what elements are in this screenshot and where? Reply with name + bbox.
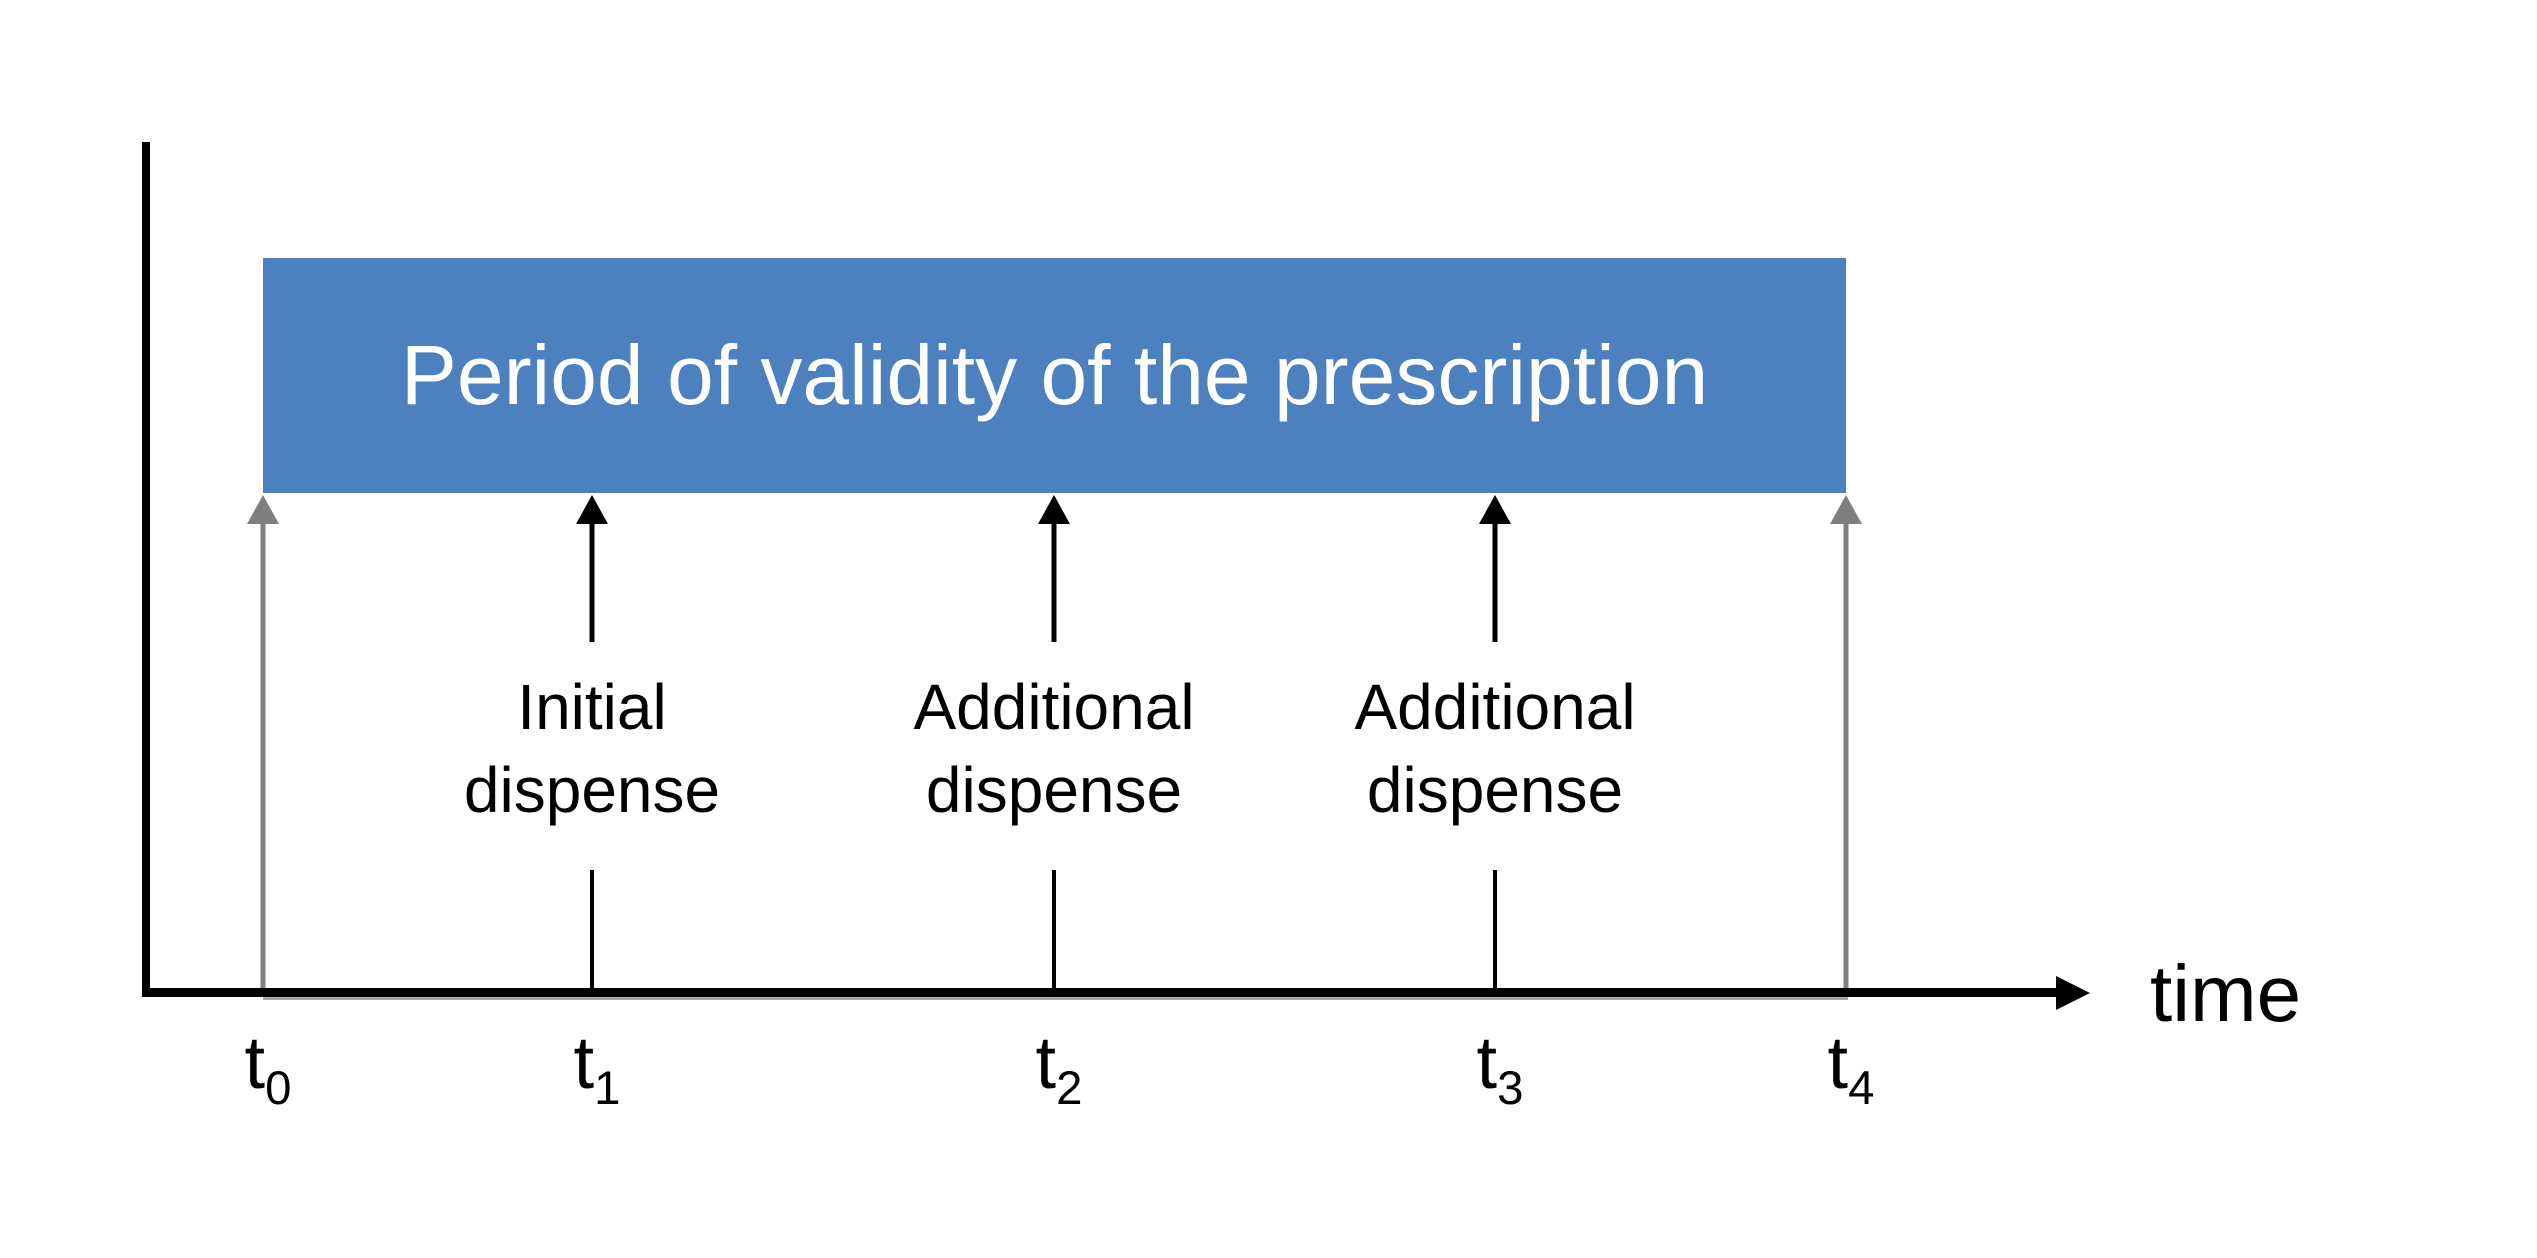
- tick-label-t4: t4: [1828, 1022, 1875, 1115]
- tick-t1-subscript: 1: [594, 1061, 621, 1115]
- tick-t0-subscript: 0: [265, 1061, 292, 1115]
- additional-dispense-2-label-line1: Additional: [1354, 671, 1636, 743]
- initial-dispense-tick-line: [590, 870, 594, 988]
- tick-t3-subscript: 3: [1497, 1061, 1524, 1115]
- time-axis-line: [142, 988, 2060, 997]
- additional-dispense-2-label-line2: dispense: [1366, 754, 1624, 826]
- additional-dispense-1-tick-line: [1052, 870, 1056, 988]
- tick-t1-base: t: [573, 1021, 595, 1104]
- tick-t4-subscript: 4: [1848, 1061, 1875, 1115]
- tick-label-t3: t3: [1477, 1022, 1524, 1115]
- initial-dispense-label: Initial dispense: [464, 666, 720, 832]
- additional-dispense-2-arrow-icon: [1479, 495, 1511, 524]
- additional-dispense-2-label: Additional dispense: [1354, 666, 1635, 832]
- tick-t3-base: t: [1476, 1021, 1498, 1104]
- validity-period-banner: Period of validity of the prescription: [263, 258, 1846, 493]
- validity-end-arrow-shaft: [1843, 521, 1849, 988]
- initial-dispense-label-line1: Initial: [517, 671, 667, 743]
- validity-start-arrow-shaft: [260, 521, 266, 988]
- additional-dispense-2-tick-line: [1493, 870, 1497, 988]
- tick-t4-base: t: [1827, 1021, 1849, 1104]
- validity-period-banner-label: Period of validity of the prescription: [400, 328, 1709, 422]
- time-axis-arrowhead-icon: [2056, 976, 2090, 1010]
- tick-label-t1: t1: [574, 1022, 621, 1115]
- additional-dispense-1-label-line2: dispense: [925, 754, 1183, 826]
- time-axis-label: time: [2150, 949, 2302, 1038]
- initial-dispense-label-line2: dispense: [463, 754, 721, 826]
- tick-label-t2: t2: [1036, 1022, 1083, 1115]
- additional-dispense-1-label-line1: Additional: [913, 671, 1195, 743]
- initial-dispense-arrow-shaft: [589, 521, 595, 642]
- tick-label-t0: t0: [245, 1022, 292, 1115]
- additional-dispense-1-arrow-icon: [1038, 495, 1070, 524]
- tick-t2-subscript: 2: [1056, 1061, 1083, 1115]
- validity-start-arrow-icon: [247, 495, 279, 524]
- y-axis-line: [142, 142, 150, 997]
- additional-dispense-1-arrow-shaft: [1051, 521, 1057, 642]
- tick-t0-base: t: [244, 1021, 266, 1104]
- validity-end-arrow-icon: [1830, 495, 1862, 524]
- tick-t2-base: t: [1035, 1021, 1057, 1104]
- additional-dispense-1-label: Additional dispense: [913, 666, 1194, 832]
- validity-range-underline: [263, 997, 1848, 1000]
- initial-dispense-arrow-icon: [576, 495, 608, 524]
- additional-dispense-2-arrow-shaft: [1492, 521, 1498, 642]
